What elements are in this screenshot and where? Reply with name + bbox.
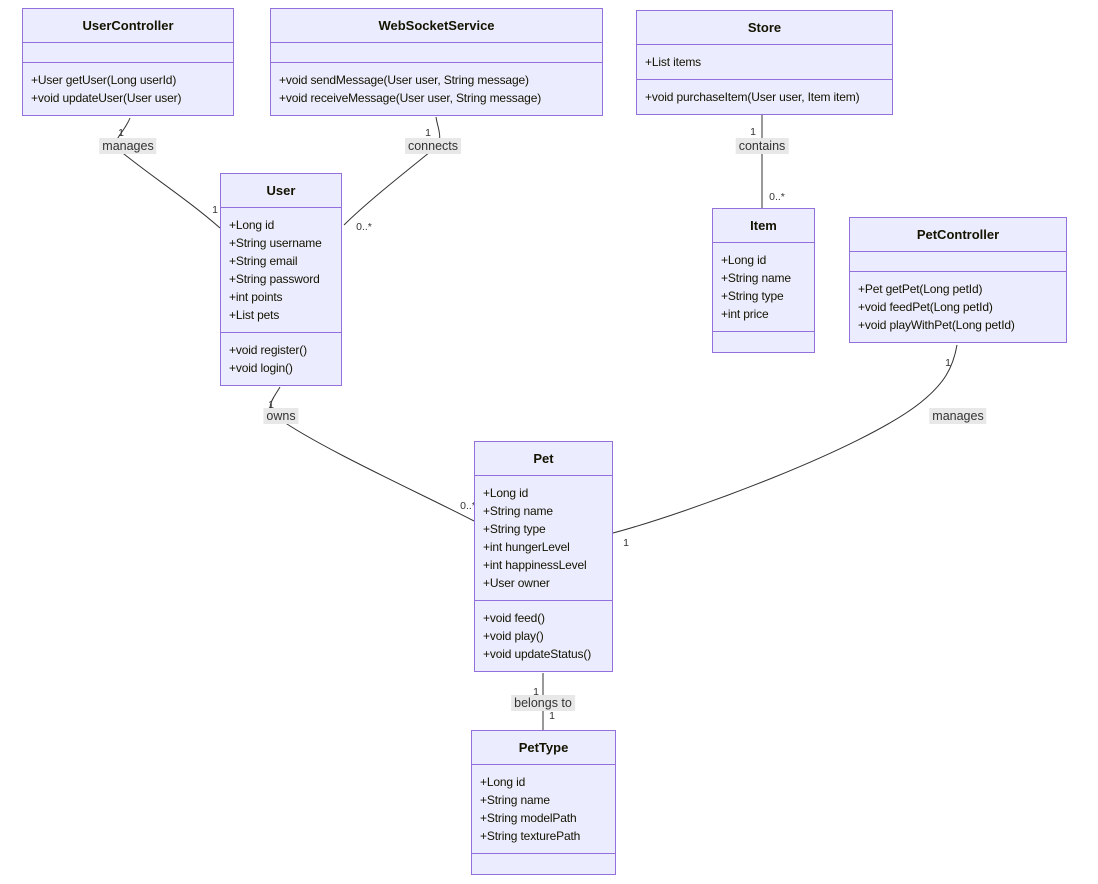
class-attribute: +String name bbox=[721, 271, 791, 285]
class-methods bbox=[713, 332, 814, 352]
class-method: +void playWithPet(Long petId) bbox=[858, 318, 1015, 332]
class-methods: +void sendMessage(User user, String mess… bbox=[271, 63, 602, 115]
class-title: PetController bbox=[850, 218, 1066, 252]
class-attribute: +String type bbox=[483, 522, 546, 536]
class-attributes: +Long id +String name +String type +int … bbox=[475, 476, 612, 601]
class-attribute: +String password bbox=[229, 272, 320, 286]
class-attributes: +Long id +String name +String type +int … bbox=[713, 243, 814, 332]
multiplicity: 1 bbox=[549, 710, 555, 722]
multiplicity: 1 bbox=[533, 686, 539, 698]
class-methods: +Pet getPet(Long petId) +void feedPet(Lo… bbox=[850, 272, 1066, 342]
class-method: +void sendMessage(User user, String mess… bbox=[279, 73, 529, 87]
class-box-websocketservice: WebSocketService +void sendMessage(User … bbox=[270, 8, 603, 116]
class-box-pettype: PetType +Long id +String name +String mo… bbox=[471, 730, 616, 875]
class-attributes bbox=[850, 252, 1066, 272]
class-methods bbox=[472, 854, 615, 874]
class-title: Item bbox=[713, 209, 814, 243]
class-method: +User getUser(Long userId) bbox=[31, 73, 177, 87]
edge-petcontroller-pet bbox=[612, 344, 958, 534]
class-method: +void updateStatus() bbox=[483, 647, 592, 661]
class-method: +void purchaseItem(User user, Item item) bbox=[645, 90, 860, 104]
edge-label-connects: connects bbox=[404, 138, 462, 154]
multiplicity: 1 bbox=[268, 399, 274, 411]
edge-label-manages-user: manages bbox=[99, 138, 157, 154]
class-method: +void feedPet(Long petId) bbox=[858, 300, 993, 314]
edge-usercontroller-user bbox=[115, 117, 221, 229]
class-box-petcontroller: PetController +Pet getPet(Long petId) +v… bbox=[849, 217, 1067, 343]
class-attribute: +List items bbox=[645, 55, 702, 69]
class-attribute: +String name bbox=[483, 504, 553, 518]
class-methods: +void feed() +void play() +void updateSt… bbox=[475, 601, 612, 671]
class-method: +void play() bbox=[483, 629, 544, 643]
multiplicity: 1 bbox=[750, 126, 756, 138]
multiplicity: 0..* bbox=[460, 500, 476, 512]
class-attribute: +String email bbox=[229, 254, 298, 268]
class-attributes: +List items bbox=[637, 45, 892, 80]
class-attribute: +String name bbox=[480, 793, 550, 807]
class-title: PetType bbox=[472, 731, 615, 765]
class-box-user: User +Long id +String username +String e… bbox=[220, 173, 342, 386]
class-title: Pet bbox=[475, 442, 612, 476]
edge-label-manages-pet: manages bbox=[929, 408, 987, 424]
class-title: WebSocketService bbox=[271, 9, 602, 43]
class-attribute: +List pets bbox=[229, 308, 280, 322]
class-attribute: +int hungerLevel bbox=[483, 540, 570, 554]
class-title: UserController bbox=[23, 9, 233, 43]
class-attribute: +User owner bbox=[483, 576, 550, 590]
class-attribute: +Long id bbox=[721, 253, 767, 267]
class-attribute: +String type bbox=[721, 289, 784, 303]
multiplicity: 1 bbox=[212, 204, 218, 216]
class-attribute: +int points bbox=[229, 290, 283, 304]
class-title: User bbox=[221, 174, 341, 208]
class-attribute: +Long id bbox=[229, 218, 275, 232]
class-method: +void register() bbox=[229, 343, 307, 357]
edge-label-belongs-to: belongs to bbox=[511, 695, 575, 711]
class-method: +void feed() bbox=[483, 611, 545, 625]
class-attributes bbox=[23, 43, 233, 63]
class-methods: +User getUser(Long userId) +void updateU… bbox=[23, 63, 233, 115]
edge-user-pet bbox=[269, 386, 475, 522]
multiplicity: 1 bbox=[118, 127, 124, 139]
class-attribute: +String username bbox=[229, 236, 322, 250]
class-attributes: +Long id +String username +String email … bbox=[221, 208, 341, 333]
class-attributes bbox=[271, 43, 602, 63]
class-attribute: +Long id bbox=[480, 775, 526, 789]
class-attribute: +String modelPath bbox=[480, 811, 577, 825]
edge-websocketservice-user bbox=[343, 116, 441, 226]
multiplicity: 1 bbox=[945, 357, 951, 369]
edge-label-owns: owns bbox=[263, 408, 299, 424]
class-attribute: +String texturePath bbox=[480, 829, 581, 843]
class-methods: +void purchaseItem(User user, Item item) bbox=[637, 80, 892, 114]
class-method: +void receiveMessage(User user, String m… bbox=[279, 91, 542, 105]
class-title: Store bbox=[637, 11, 892, 45]
class-method: +void updateUser(User user) bbox=[31, 91, 182, 105]
multiplicity: 1 bbox=[623, 537, 629, 549]
edge-label-contains: contains bbox=[735, 138, 789, 154]
multiplicity: 1 bbox=[425, 127, 431, 139]
class-box-pet: Pet +Long id +String name +String type +… bbox=[474, 441, 613, 672]
class-method: +void login() bbox=[229, 361, 293, 375]
class-box-usercontroller: UserController +User getUser(Long userId… bbox=[22, 8, 234, 116]
class-attribute: +int happinessLevel bbox=[483, 558, 587, 572]
class-attribute: +Long id bbox=[483, 486, 529, 500]
class-attributes: +Long id +String name +String modelPath … bbox=[472, 765, 615, 854]
class-box-item: Item +Long id +String name +String type … bbox=[712, 208, 815, 353]
class-methods: +void register() +void login() bbox=[221, 333, 341, 385]
multiplicity: 0..* bbox=[356, 221, 372, 233]
class-box-store: Store +List items +void purchaseItem(Use… bbox=[636, 10, 893, 115]
class-method: +Pet getPet(Long petId) bbox=[858, 282, 983, 296]
multiplicity: 0..* bbox=[769, 191, 785, 203]
class-attribute: +int price bbox=[721, 307, 769, 321]
